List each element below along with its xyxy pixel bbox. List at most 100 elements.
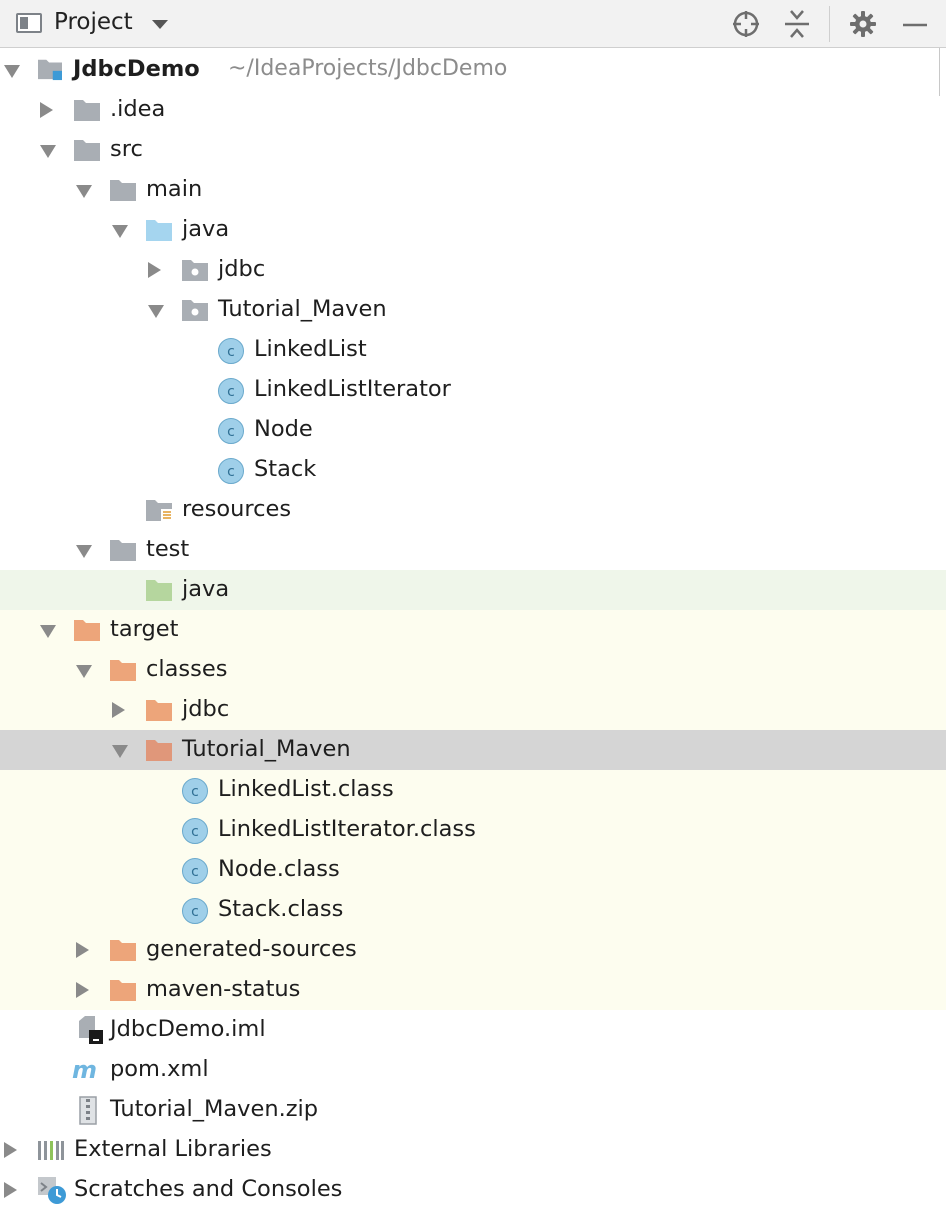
source-folder-icon (146, 220, 172, 241)
excluded-folder-icon (110, 660, 136, 681)
tree-item-label: JdbcDemo.iml (110, 1016, 266, 1042)
tree-item-label: External Libraries (74, 1136, 272, 1162)
tree-item-resources[interactable]: resources (0, 490, 946, 530)
tree-item-stack-class[interactable]: c Stack.class (0, 890, 946, 930)
tree-item-label: test (146, 536, 190, 562)
minimize-icon[interactable] (899, 8, 931, 40)
tree-item-java-source[interactable]: java (0, 210, 946, 250)
view-icon[interactable] (16, 13, 42, 33)
expand-arrow-icon[interactable] (40, 145, 56, 158)
class-icon: c (182, 778, 208, 804)
tree-item-linkedlist-class[interactable]: c LinkedList.class (0, 770, 946, 810)
expand-arrow-icon[interactable] (76, 185, 92, 198)
project-view-title[interactable]: Project (54, 9, 133, 35)
collapse-all-icon[interactable] (781, 8, 813, 40)
expand-arrow-icon[interactable] (40, 625, 56, 638)
tree-item-label: maven-status (146, 976, 301, 1002)
tree-item-label: Tutorial_Maven (218, 296, 387, 322)
chevron-down-icon[interactable] (152, 20, 168, 29)
tree-item-label: jdbc (218, 256, 266, 282)
excluded-folder-icon (74, 620, 100, 641)
maven-icon: m (72, 1058, 97, 1084)
tree-item-tutorial-maven-classes[interactable]: Tutorial_Maven (0, 730, 946, 770)
expand-arrow-icon[interactable] (40, 102, 53, 118)
svg-text:c: c (227, 464, 235, 480)
svg-text:c: c (227, 344, 235, 360)
tree-item-generated-sources[interactable]: generated-sources (0, 930, 946, 970)
class-icon: c (218, 338, 244, 364)
tree-item-test[interactable]: test (0, 530, 946, 570)
tree-item-label: main (146, 176, 203, 202)
excluded-folder-icon (146, 700, 172, 721)
tree-item-target[interactable]: target (0, 610, 946, 650)
package-icon (182, 300, 208, 321)
expand-arrow-icon[interactable] (4, 65, 20, 78)
expand-arrow-icon[interactable] (112, 702, 125, 718)
tree-item-label: generated-sources (146, 936, 357, 962)
tree-item-jdbc-classes[interactable]: jdbc (0, 690, 946, 730)
class-icon: c (182, 898, 208, 924)
tree-item-java-test[interactable]: java (0, 570, 946, 610)
svg-text:c: c (227, 424, 235, 440)
project-toolbar: Project (0, 0, 946, 48)
tree-item-idea[interactable]: .idea (0, 90, 946, 130)
scratches-icon (38, 1177, 66, 1204)
tree-item-label: Tutorial_Maven (182, 736, 351, 762)
tree-item-main[interactable]: main (0, 170, 946, 210)
svg-text:c: c (191, 824, 199, 840)
tree-item-linkedlistiterator-class[interactable]: c LinkedListIterator.class (0, 810, 946, 850)
resources-folder-icon (146, 500, 172, 521)
tree-item-node[interactable]: c Node (0, 410, 946, 450)
tree-item-tutorial-maven-package[interactable]: Tutorial_Maven (0, 290, 946, 330)
gear-icon[interactable] (847, 8, 879, 40)
tree-item-node-class[interactable]: c Node.class (0, 850, 946, 890)
library-icon (38, 1141, 64, 1160)
tree-item-pom-xml[interactable]: m pom.xml (0, 1050, 946, 1090)
tree-item-label: Stack (254, 456, 317, 482)
tree-item-tutorial-maven-zip[interactable]: Tutorial_Maven.zip (0, 1090, 946, 1130)
tree-item-scratches-and-consoles[interactable]: Scratches and Consoles (0, 1170, 946, 1210)
expand-arrow-icon[interactable] (76, 545, 92, 558)
toolbar-separator (829, 6, 830, 42)
target-icon[interactable] (730, 8, 762, 40)
svg-text:m: m (72, 1058, 97, 1084)
expand-arrow-icon[interactable] (76, 982, 89, 998)
tree-root-jdbcdemo[interactable]: JdbcDemo ~/IdeaProjects/JdbcDemo (0, 50, 946, 90)
package-icon (182, 260, 208, 281)
expand-arrow-icon[interactable] (148, 262, 161, 278)
tree-item-classes[interactable]: classes (0, 650, 946, 690)
expand-arrow-icon[interactable] (4, 1182, 17, 1198)
tree-item-label: Scratches and Consoles (74, 1176, 343, 1202)
tree-item-label: LinkedList.class (218, 776, 394, 802)
expand-arrow-icon[interactable] (76, 942, 89, 958)
root-label: JdbcDemo (73, 56, 200, 82)
excluded-folder-icon (110, 940, 136, 961)
scrollbar[interactable] (939, 48, 940, 96)
tree-item-stack[interactable]: c Stack (0, 450, 946, 490)
tree-item-label: java (182, 576, 230, 602)
tree-item-maven-status[interactable]: maven-status (0, 970, 946, 1010)
tree-item-src[interactable]: src (0, 130, 946, 170)
tree-item-label: Node (254, 416, 313, 442)
expand-arrow-icon[interactable] (4, 1142, 17, 1158)
test-folder-icon (146, 580, 172, 601)
expand-arrow-icon[interactable] (148, 305, 164, 318)
tree-item-linkedlist[interactable]: c LinkedList (0, 330, 946, 370)
tree-item-external-libraries[interactable]: External Libraries (0, 1130, 946, 1170)
class-icon: c (218, 458, 244, 484)
expand-arrow-icon[interactable] (112, 745, 128, 758)
svg-text:c: c (191, 864, 199, 880)
expand-arrow-icon[interactable] (76, 665, 92, 678)
expand-arrow-icon[interactable] (112, 225, 128, 238)
class-icon: c (182, 858, 208, 884)
tree-item-jdbcdemo-iml[interactable]: JdbcDemo.iml (0, 1010, 946, 1050)
tree-item-jdbc-package[interactable]: jdbc (0, 250, 946, 290)
tree-item-label: java (182, 216, 230, 242)
svg-text:c: c (191, 784, 199, 800)
tree-item-linkedlistiterator[interactable]: c LinkedListIterator (0, 370, 946, 410)
iml-file-icon (79, 1016, 103, 1044)
root-path: ~/IdeaProjects/JdbcDemo (228, 56, 508, 81)
tree-item-label: classes (146, 656, 228, 682)
tree-item-label: pom.xml (110, 1056, 209, 1082)
tree-item-label: src (110, 136, 143, 162)
